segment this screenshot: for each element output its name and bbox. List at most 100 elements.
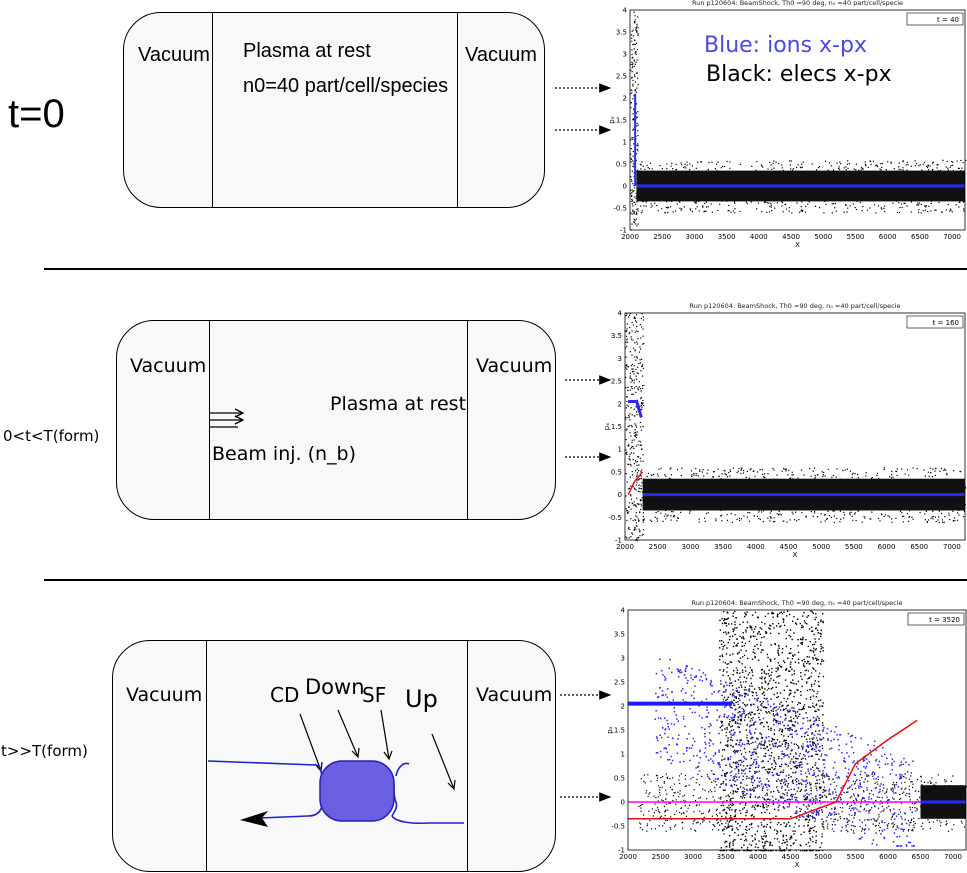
particle-dot bbox=[634, 435, 636, 437]
particle-dot bbox=[764, 832, 766, 835]
particle-dot bbox=[725, 846, 727, 848]
particle-dot bbox=[910, 781, 912, 783]
particle-dot bbox=[746, 765, 748, 767]
particle-dot bbox=[820, 635, 822, 638]
particle-dot bbox=[740, 468, 742, 470]
particle-dot bbox=[790, 661, 792, 663]
particle-dot bbox=[761, 722, 763, 724]
particle-dot bbox=[783, 697, 785, 700]
particle-dot bbox=[733, 839, 735, 841]
particle-dot bbox=[786, 685, 788, 687]
particle-dot bbox=[723, 833, 725, 835]
particle-dot bbox=[635, 321, 638, 323]
particle-dot bbox=[820, 513, 822, 515]
particle-dot bbox=[955, 204, 957, 206]
particle-dot bbox=[865, 164, 867, 166]
particle-dot bbox=[871, 790, 873, 792]
particle-dot bbox=[633, 408, 635, 410]
particle-dot bbox=[634, 52, 636, 54]
particle-dot bbox=[726, 716, 728, 719]
particle-dot bbox=[854, 473, 856, 475]
particle-dot bbox=[729, 803, 732, 806]
particle-dot bbox=[725, 474, 727, 476]
particle-dot bbox=[732, 746, 734, 748]
particle-dot bbox=[773, 759, 775, 761]
particle-dot bbox=[751, 850, 753, 852]
particle-dot bbox=[635, 522, 637, 524]
particle-dot bbox=[803, 831, 805, 833]
particle-dot bbox=[677, 670, 680, 673]
particle-dot bbox=[881, 166, 883, 168]
particle-dot bbox=[852, 519, 854, 521]
particle-dot bbox=[706, 706, 708, 709]
particle-dot bbox=[810, 475, 812, 477]
particle-dot bbox=[770, 729, 772, 732]
particle-dot bbox=[823, 212, 825, 214]
particle-dot bbox=[743, 689, 746, 691]
particle-dot bbox=[738, 776, 740, 778]
particle-dot bbox=[625, 508, 627, 510]
particle-dot bbox=[945, 469, 947, 471]
particle-dot bbox=[782, 648, 784, 650]
particle-dot bbox=[818, 786, 821, 789]
particle-dot bbox=[641, 497, 643, 499]
particle-dot bbox=[827, 468, 829, 470]
particle-dot bbox=[633, 119, 635, 121]
particle-dot bbox=[856, 808, 858, 810]
particle-dot bbox=[916, 807, 918, 809]
particle-dot bbox=[682, 812, 685, 814]
particle-dot bbox=[625, 330, 627, 332]
particle-dot bbox=[779, 665, 782, 668]
particle-dot bbox=[914, 165, 917, 167]
particle-dot bbox=[797, 787, 800, 789]
particle-dot bbox=[626, 453, 628, 455]
particle-dot bbox=[671, 511, 673, 513]
particle-dot bbox=[735, 667, 738, 669]
particle-dot bbox=[782, 835, 784, 838]
particle-dot bbox=[673, 515, 676, 517]
particle-dot bbox=[745, 631, 747, 633]
particle-dot bbox=[881, 208, 883, 210]
particle-dot bbox=[889, 809, 891, 811]
particle-dot bbox=[863, 516, 865, 518]
particle-dot bbox=[791, 682, 793, 684]
particle-dot bbox=[864, 767, 867, 769]
particle-dot bbox=[741, 695, 743, 697]
particle-dot bbox=[784, 743, 786, 746]
particle-dot bbox=[778, 654, 780, 656]
particle-dot bbox=[625, 473, 627, 475]
particle-dot bbox=[730, 733, 732, 735]
particle-dot bbox=[721, 654, 723, 656]
particle-dot bbox=[799, 713, 801, 715]
particle-dot bbox=[777, 652, 780, 655]
particle-dot bbox=[722, 850, 724, 852]
particle-dot bbox=[816, 629, 819, 631]
particle-dot bbox=[884, 822, 886, 824]
particle-dot bbox=[787, 698, 789, 700]
particle-dot bbox=[690, 209, 692, 211]
particle-dot bbox=[729, 475, 731, 477]
particle-dot bbox=[639, 491, 641, 493]
particle-dot bbox=[638, 362, 640, 365]
particle-dot bbox=[863, 809, 865, 811]
particle-dot bbox=[781, 728, 783, 731]
particle-dot bbox=[634, 519, 636, 521]
particle-dot bbox=[631, 447, 633, 449]
particle-dot bbox=[632, 191, 634, 193]
particle-dot bbox=[794, 654, 796, 656]
particle-dot bbox=[627, 389, 629, 391]
particle-dot bbox=[734, 752, 736, 754]
particle-dot bbox=[812, 667, 814, 669]
particle-dot bbox=[756, 762, 758, 764]
particle-dot bbox=[640, 426, 642, 428]
particle-dot bbox=[774, 207, 776, 209]
particle-dot bbox=[861, 521, 863, 523]
particle-dot bbox=[822, 475, 824, 477]
particle-dot bbox=[725, 699, 727, 701]
particle-dot bbox=[723, 696, 726, 699]
particle-dot bbox=[626, 428, 628, 430]
particle-dot bbox=[633, 212, 635, 214]
particle-dot bbox=[763, 825, 766, 827]
particle-dot bbox=[637, 208, 639, 210]
particle-dot bbox=[778, 799, 780, 802]
